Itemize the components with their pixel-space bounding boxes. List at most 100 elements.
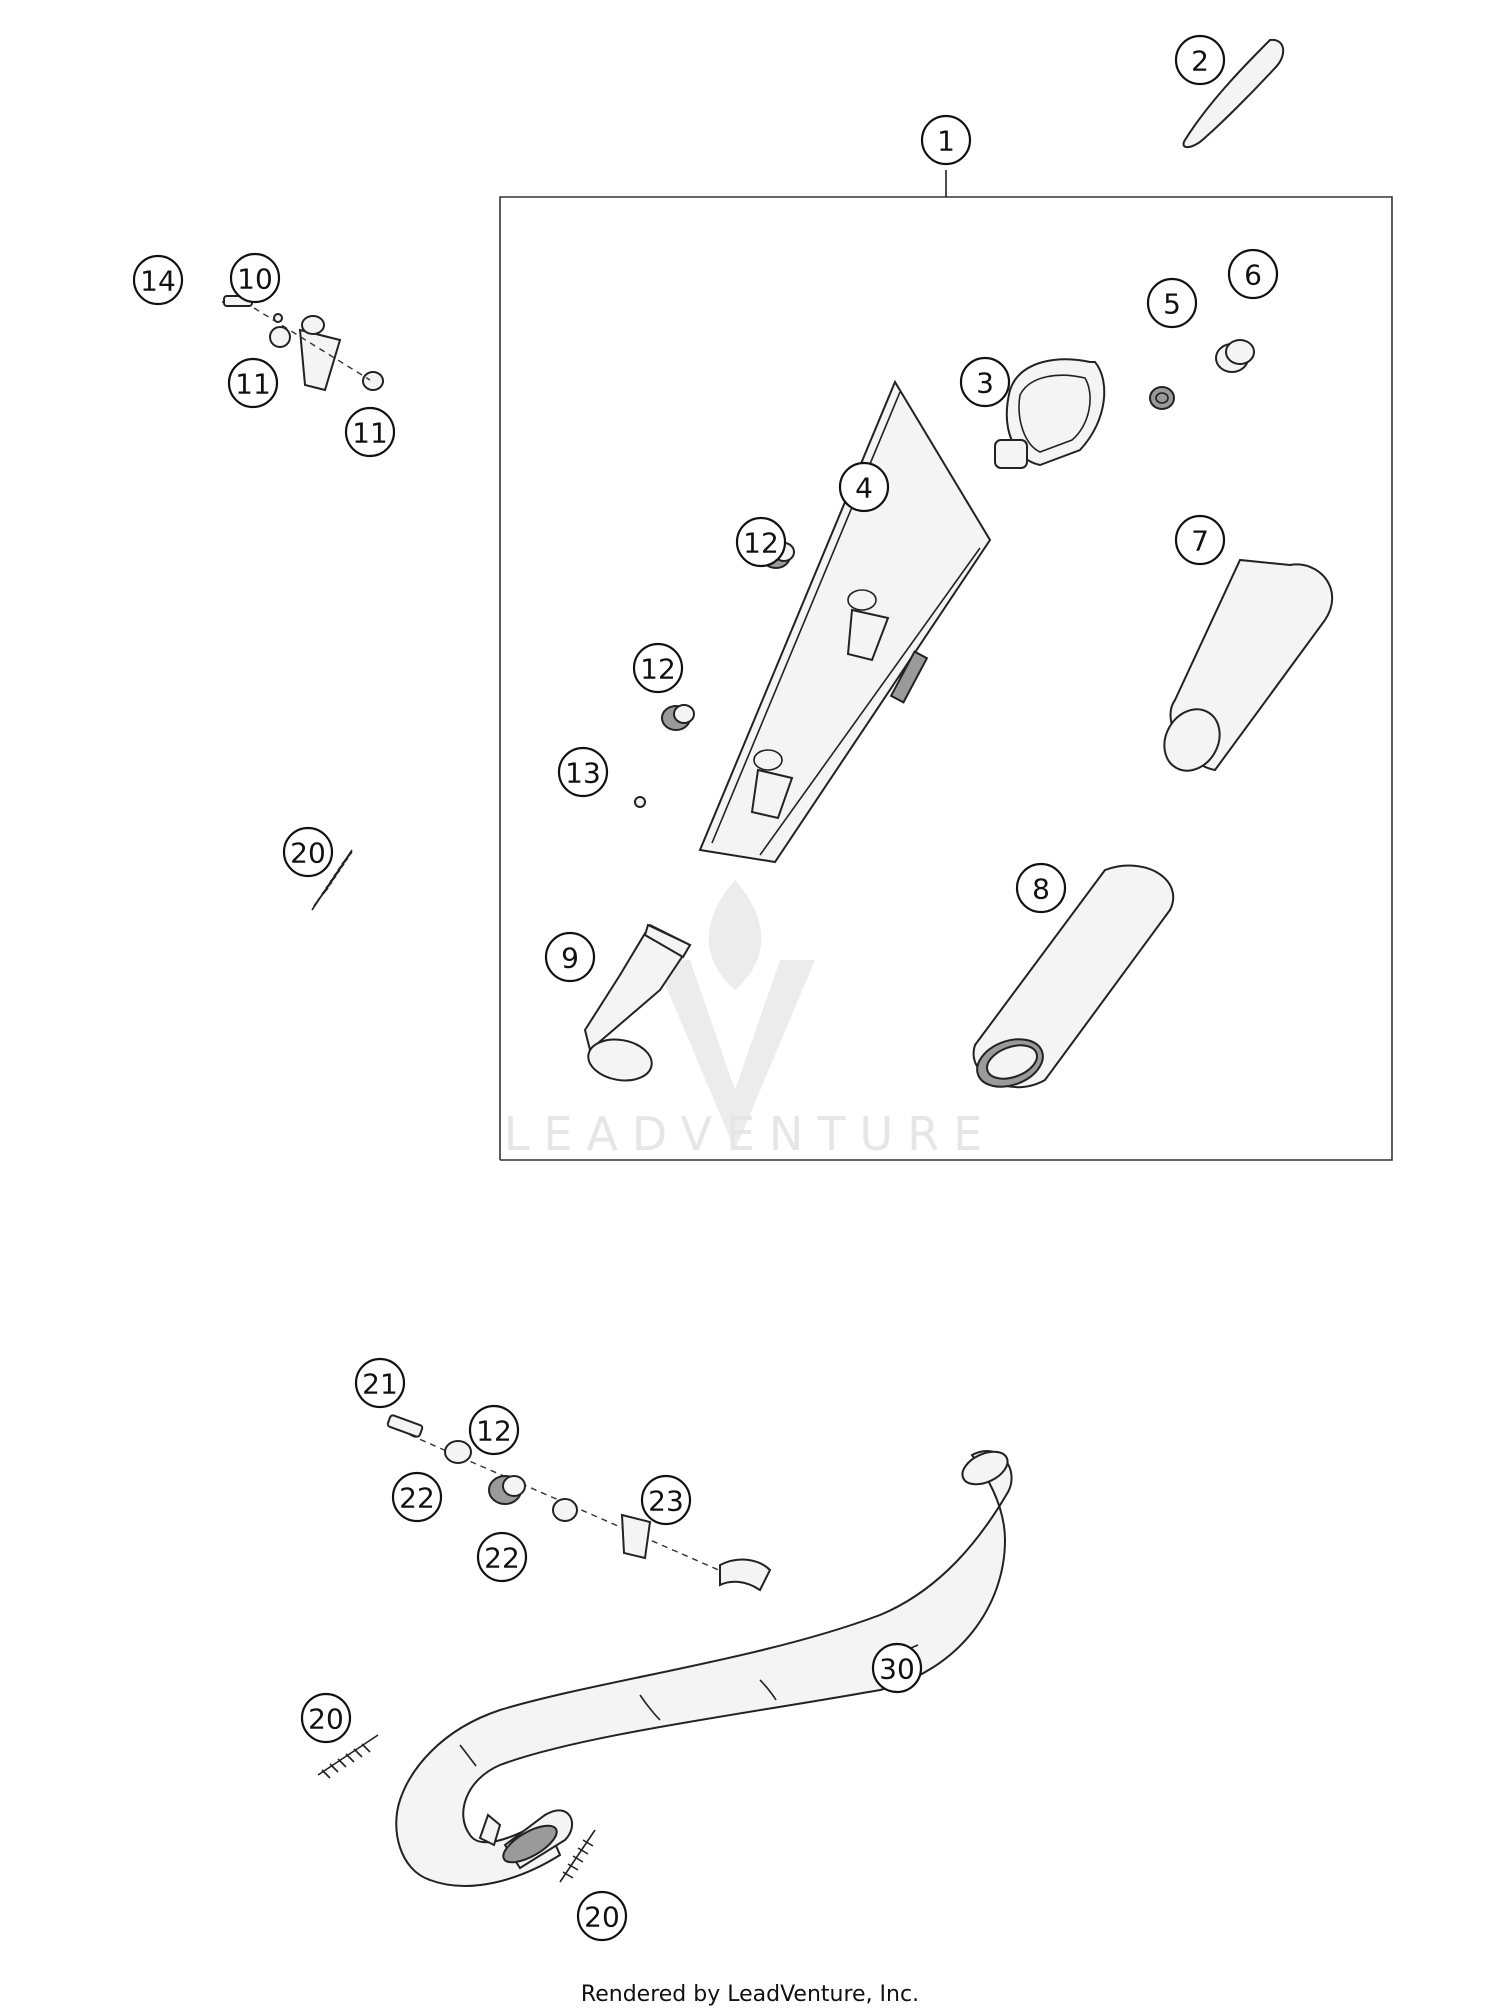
part-13-rivet [634,796,646,808]
callout-circle [871,1642,923,1694]
bracket-assembly-upper [221,295,384,392]
watermark-text: LEADVENTURE [504,1107,997,1161]
part-20-spring-lower [559,1829,596,1883]
muffler-assembly-box [499,170,1393,1161]
part-11-bushing-upper [269,326,291,348]
callout-label: 11 [352,417,388,450]
callout-7: 7 [1174,514,1226,566]
callout-circle [1227,248,1279,300]
callout-label: 8 [1032,873,1050,906]
callout-label: 10 [237,263,273,296]
callout-22: 22 [476,1531,528,1583]
callout-circle [735,516,787,568]
callout-circle [282,826,334,878]
callout-1: 1 [920,114,972,166]
callout-circle [1174,34,1226,86]
callout-label: 12 [743,527,779,560]
callouts: 1234567891011111212121314202020212222233… [132,34,1279,1942]
callout-30: 30 [871,1642,923,1694]
callout-circle [300,1692,352,1744]
callout-4: 4 [838,461,890,513]
callout-label: 13 [565,757,601,790]
callout-label: 22 [399,1482,435,1515]
callout-circle [1015,862,1067,914]
callout-circle [344,406,396,458]
callout-label: 2 [1191,45,1209,78]
part-21-bolt [386,1414,424,1438]
callout-11: 11 [344,406,396,458]
callout-circle [1146,277,1198,329]
callout-8: 8 [1015,862,1067,914]
part-5-grommet [1149,386,1175,410]
part-12-grommet-lower [488,1475,526,1505]
callout-label: 9 [561,942,579,975]
callout-2: 2 [1174,34,1226,86]
callout-label: 7 [1191,525,1209,558]
part-12-grommet-middle [661,704,695,731]
callout-circle [354,1357,406,1409]
callout-label: 12 [476,1415,512,1448]
watermark: LEADVENTURE [504,880,997,1161]
callout-6: 6 [1227,248,1279,300]
callout-circle [1174,514,1226,566]
callout-20: 20 [282,826,334,878]
part-4-muffler-housing [698,379,992,864]
callout-label: 22 [484,1542,520,1575]
callout-22: 22 [391,1471,443,1523]
part-20-spring-upper [311,849,353,911]
callout-circle [632,642,684,694]
callout-circle [838,461,890,513]
callout-circle [576,1890,628,1942]
callout-20: 20 [300,1692,352,1744]
callout-label: 4 [855,472,873,505]
callout-circle [227,357,279,409]
watermark-flame-icon [655,880,815,1150]
callout-5: 5 [1146,277,1198,329]
callout-label: 12 [640,653,676,686]
part-10-washer [273,313,283,323]
callout-label: 20 [308,1703,344,1736]
callout-label: 20 [584,1901,620,1934]
callout-circle [640,1474,692,1526]
callout-label: 6 [1244,259,1262,292]
callout-10: 10 [229,252,281,304]
callout-circle [920,114,972,166]
callout-circle [229,252,281,304]
part-3-end-cap [994,358,1106,469]
callout-9: 9 [544,931,596,983]
callout-label: 30 [879,1653,915,1686]
part-2-decal [1182,38,1285,148]
callout-label: 21 [362,1368,398,1401]
bracket-plate [298,328,342,392]
header-mount-hardware [386,1414,731,1576]
callout-3: 3 [959,356,1011,408]
part-11-bushing-lower [362,371,384,391]
callout-label: 23 [648,1485,684,1518]
part-30-header-pipe [395,1449,1013,1887]
part-7-packing-wrap [1163,558,1334,772]
part-6-bushing [1215,339,1255,373]
callout-circle [557,746,609,798]
callout-circle [959,356,1011,408]
part-23-clip [620,1513,652,1560]
part-22-washer-upper [444,1440,472,1464]
callout-12: 12 [735,516,787,568]
callout-label: 20 [290,837,326,870]
footer-credit: Rendered by LeadVenture, Inc. [580,1982,920,2007]
callout-20: 20 [576,1890,628,1942]
callout-circle [468,1404,520,1456]
callout-label: 14 [140,265,176,298]
callout-label: 5 [1163,288,1181,321]
callout-circle [391,1471,443,1523]
part-20-spring-middle [317,1734,379,1779]
callout-label: 11 [235,368,271,401]
callout-circle [544,931,596,983]
part-22-washer-lower [552,1498,578,1522]
callout-circle [476,1531,528,1583]
callout-12: 12 [632,642,684,694]
callout-23: 23 [640,1474,692,1526]
callout-21: 21 [354,1357,406,1409]
callout-12: 12 [468,1404,520,1456]
callout-14: 14 [132,254,184,306]
